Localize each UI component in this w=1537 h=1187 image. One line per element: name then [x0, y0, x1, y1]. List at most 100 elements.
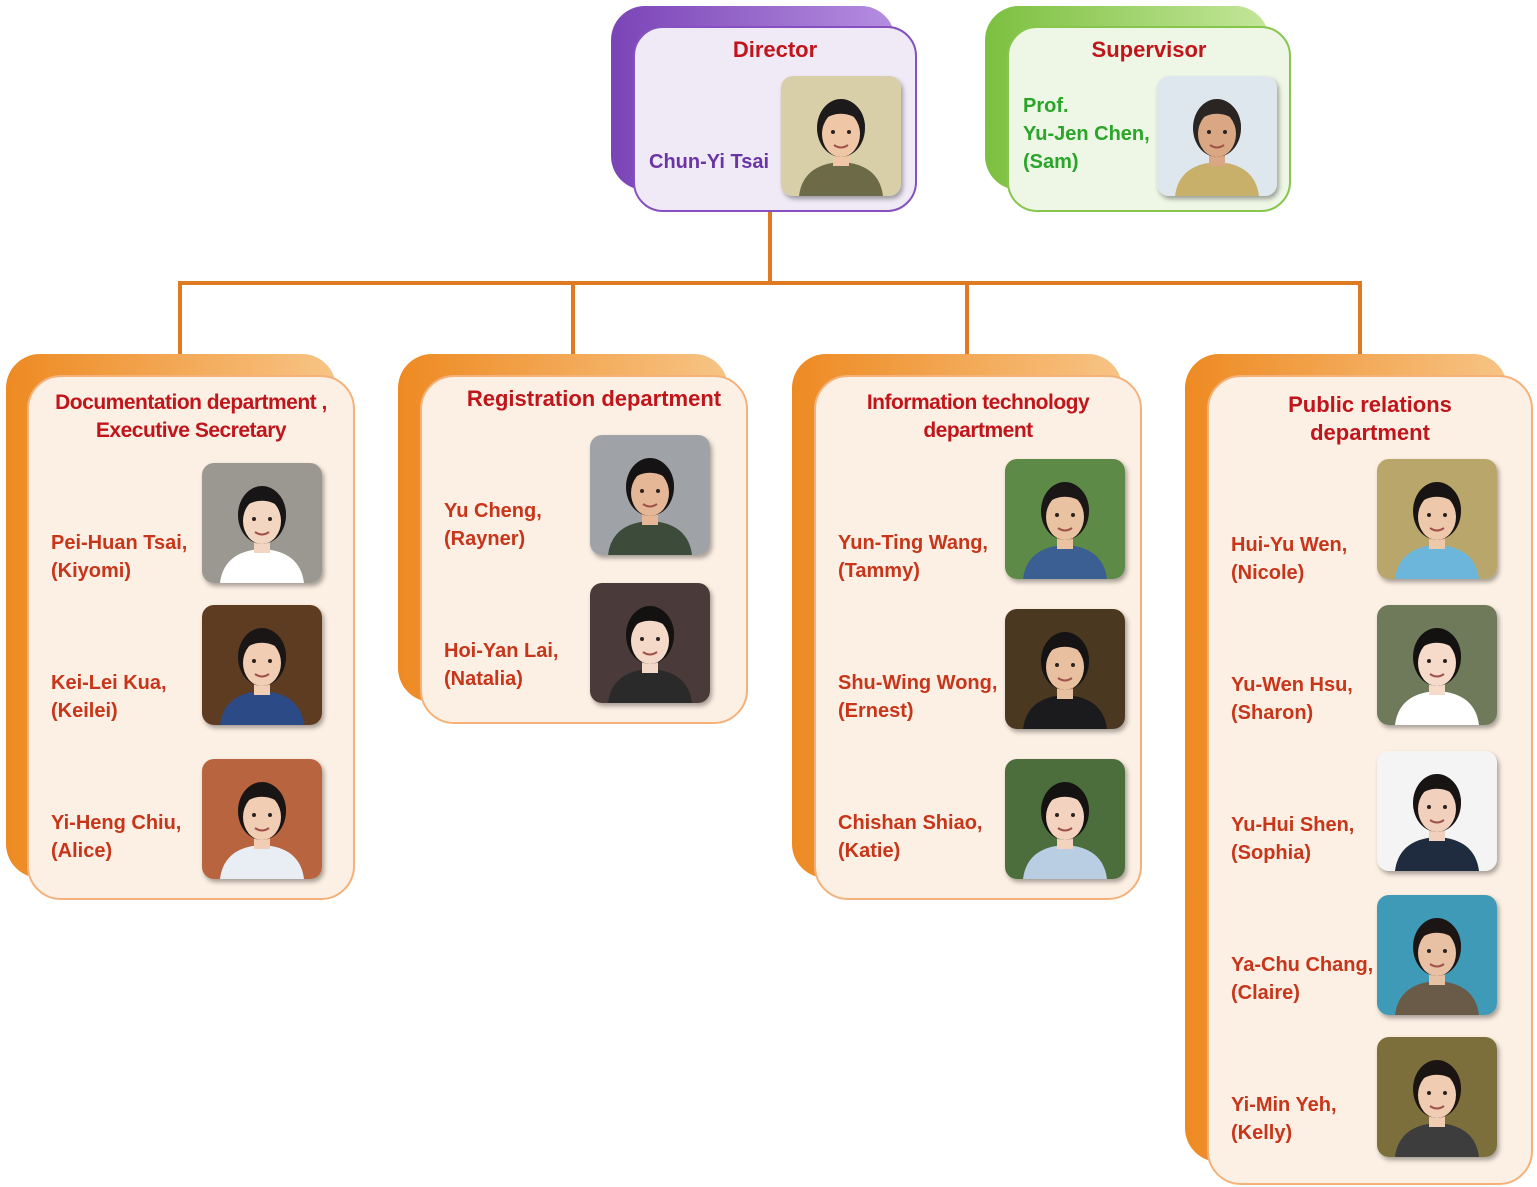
department-card-front: Registration department Yu Cheng, (Rayne… [420, 375, 748, 724]
member-name: Hui-Yu Wen, (Nicole) [1231, 534, 1348, 584]
connector-reg-drop [571, 281, 575, 355]
photo-shoulders [220, 845, 304, 879]
photo-shoulders [1395, 981, 1479, 1015]
member-name: Yi-Min Yeh, (Kelly) [1231, 1094, 1337, 1144]
portrait-icon [1377, 751, 1497, 871]
photo-face [822, 111, 860, 157]
supervisor-photo [1157, 76, 1277, 196]
portrait-icon [1005, 459, 1125, 579]
member-name: Yun-Ting Wang, (Tammy) [838, 532, 988, 582]
photo-shoulders [1023, 845, 1107, 879]
photo-shoulders [799, 162, 883, 196]
member-name: Hoi-Yan Lai, (Natalia) [444, 640, 559, 690]
portrait-icon [590, 583, 710, 703]
photo-eye [847, 130, 851, 134]
portrait-icon [1377, 605, 1497, 725]
supervisor-card-front: Supervisor Prof. Yu-Jen Chen, (Sam) [1007, 26, 1291, 212]
photo-eye [640, 637, 644, 641]
director-photo [781, 76, 901, 196]
photo-face [1046, 794, 1084, 840]
photo-eye [1427, 1091, 1431, 1095]
photo-fringe [818, 101, 865, 126]
member-photo [202, 759, 322, 879]
photo-eye [1055, 813, 1059, 817]
department-title: Information technology department [866, 391, 1090, 442]
photo-mouth [1429, 527, 1445, 532]
photo-shoulders [608, 669, 692, 703]
photo-eye [1443, 949, 1447, 953]
photo-face [1046, 494, 1084, 540]
photo-fringe [1042, 634, 1089, 659]
photo-shoulders [1395, 837, 1479, 871]
member-name: Chishan Shiao, (Katie) [838, 812, 983, 862]
photo-eye [1443, 659, 1447, 663]
supervisor-title: Supervisor [1091, 37, 1207, 62]
photo-face [1046, 644, 1084, 690]
photo-eye [1207, 130, 1211, 134]
member-photo [1377, 605, 1497, 725]
photo-eye [1071, 513, 1075, 517]
photo-fringe [1414, 1062, 1461, 1087]
portrait-icon [1377, 459, 1497, 579]
photo-fringe [1414, 484, 1461, 509]
photo-shoulders [1023, 695, 1107, 729]
photo-eye [1427, 659, 1431, 663]
photo-eye [252, 659, 256, 663]
photo-eye [1055, 513, 1059, 517]
photo-face [631, 618, 669, 664]
director-card-front: Director Chun-Yi Tsai [633, 26, 917, 212]
photo-face [1418, 640, 1456, 686]
photo-mouth [1429, 819, 1445, 824]
member-photo [202, 605, 322, 725]
photo-eye [268, 813, 272, 817]
portrait-icon [202, 759, 322, 879]
photo-eye [1427, 805, 1431, 809]
member-name: Yu Cheng, (Rayner) [444, 500, 542, 550]
photo-fringe [1414, 630, 1461, 655]
photo-mouth [1429, 1105, 1445, 1110]
member-photo [202, 463, 322, 583]
photo-mouth [254, 827, 270, 832]
portrait-icon [1377, 895, 1497, 1015]
member-photo [1377, 895, 1497, 1015]
department-title: Registration department [466, 386, 722, 411]
photo-eye [656, 637, 660, 641]
member-name: Yi-Heng Chiu, (Alice) [51, 812, 182, 862]
photo-face [1418, 1072, 1456, 1118]
member-photo [1005, 759, 1125, 879]
photo-eye [1443, 513, 1447, 517]
photo-face [631, 470, 669, 516]
photo-eye [268, 517, 272, 521]
photo-eye [268, 659, 272, 663]
member-photo [590, 435, 710, 555]
member-photo [1377, 751, 1497, 871]
photo-face [1198, 111, 1236, 157]
department-card-front: Public relations department Hui-Yu Wen, … [1207, 375, 1533, 1185]
portrait-icon [1377, 1037, 1497, 1157]
photo-shoulders [220, 691, 304, 725]
connector-horizontal [178, 281, 1362, 285]
connector-pr-drop [1358, 281, 1362, 355]
member-photo [1377, 459, 1497, 579]
photo-mouth [1429, 673, 1445, 678]
photo-shoulders [608, 521, 692, 555]
photo-fringe [1414, 776, 1461, 801]
photo-shoulders [1395, 691, 1479, 725]
director-name: Chun-Yi Tsai [649, 151, 769, 173]
photo-mouth [1057, 527, 1073, 532]
photo-mouth [254, 531, 270, 536]
portrait-icon [781, 76, 901, 196]
photo-mouth [1057, 827, 1073, 832]
photo-mouth [833, 144, 849, 149]
photo-eye [1223, 130, 1227, 134]
photo-eye [252, 813, 256, 817]
photo-shoulders [220, 549, 304, 583]
photo-fringe [239, 488, 286, 513]
photo-face [1418, 786, 1456, 832]
photo-mouth [1057, 677, 1073, 682]
photo-shoulders [1175, 162, 1259, 196]
supervisor-name: Prof. Yu-Jen Chen, (Sam) [1023, 95, 1150, 173]
photo-eye [656, 489, 660, 493]
photo-eye [640, 489, 644, 493]
photo-shoulders [1023, 545, 1107, 579]
